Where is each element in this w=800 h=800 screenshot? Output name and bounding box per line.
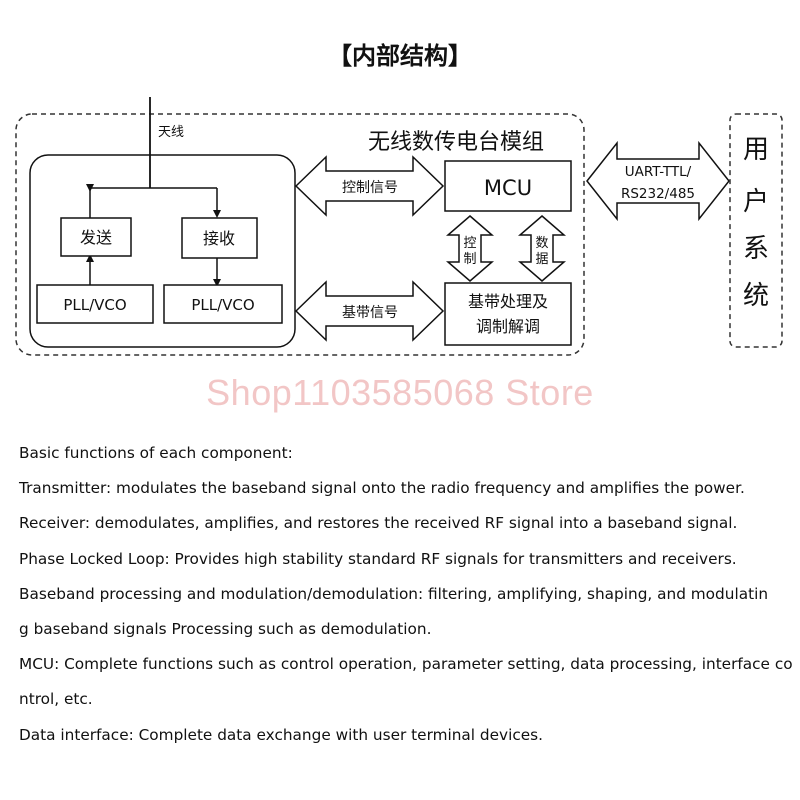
baseband-signal-label: 基带信号	[342, 304, 398, 321]
transmit-label: 发送	[80, 228, 112, 247]
uart-interface-arrow	[586, 140, 730, 222]
receive-label: 接收	[203, 229, 235, 248]
control-vertical-char-1: 控	[463, 236, 476, 251]
baseband-processing-label-line1: 基带处理及	[468, 292, 548, 311]
pll-vco-right-block	[163, 284, 283, 324]
mcu-label: MCU	[484, 176, 532, 200]
baseband-processing-block	[444, 282, 572, 346]
module-label: 无线数传电台模组	[368, 130, 544, 155]
uart-interface-label-line2: RS232/485	[621, 186, 695, 202]
pll-vco-left-label: PLL/VCO	[63, 296, 126, 314]
description-line: Transmitter: modulates the baseband sign…	[19, 479, 745, 498]
description-line: Baseband processing and modulation/demod…	[19, 584, 769, 603]
user-system-char-3: 系	[743, 234, 769, 264]
control-vertical-char-2: 制	[463, 252, 476, 267]
data-vertical-arrow	[517, 215, 567, 282]
user-system-block	[729, 113, 783, 348]
pll-vco-right-label: PLL/VCO	[191, 296, 254, 314]
control-vertical-arrow	[445, 215, 495, 282]
component-descriptions: Basic functions of each component: Trans…	[19, 436, 793, 753]
internal-structure-diagram: 【内部结构】 无线数传电台模组 天线 发送 接收 PLL/VCO PLL/VCO…	[15, 42, 783, 356]
description-line: Receiver: demodulates, amplifies, and re…	[19, 514, 738, 533]
module-outline	[15, 113, 585, 356]
description-line: MCU: Complete functions such as control …	[19, 655, 793, 674]
mcu-block	[444, 160, 572, 212]
receive-block	[181, 217, 258, 259]
page-title: 【内部结构】	[328, 42, 472, 70]
data-vertical-char-1: 数	[535, 236, 548, 251]
baseband-processing-label-line2: 调制解调	[476, 317, 540, 336]
user-system-char-2: 户	[743, 187, 769, 217]
description-line: Data interface: Complete data exchange w…	[19, 725, 543, 744]
store-watermark: Shop1103585068 Store	[206, 372, 594, 413]
description-line: Phase Locked Loop: Provides high stabili…	[19, 549, 737, 568]
rf-block	[29, 154, 296, 348]
pll-vco-left-block	[36, 284, 154, 324]
antenna-label: 天线	[158, 125, 184, 140]
description-line: Basic functions of each component:	[19, 444, 293, 462]
description-line: ntrol, etc.	[19, 690, 93, 709]
user-system-char-4: 统	[743, 281, 769, 311]
transmit-block	[60, 217, 132, 257]
data-vertical-char-2: 据	[535, 252, 548, 267]
description-line: g baseband signals Processing such as de…	[19, 620, 432, 639]
user-system-char-1: 用	[743, 135, 769, 165]
control-signal-arrow	[294, 155, 445, 217]
control-signal-label: 控制信号	[342, 180, 398, 196]
uart-interface-label-line1: UART-TTL/	[625, 164, 692, 180]
baseband-signal-arrow	[294, 280, 445, 342]
